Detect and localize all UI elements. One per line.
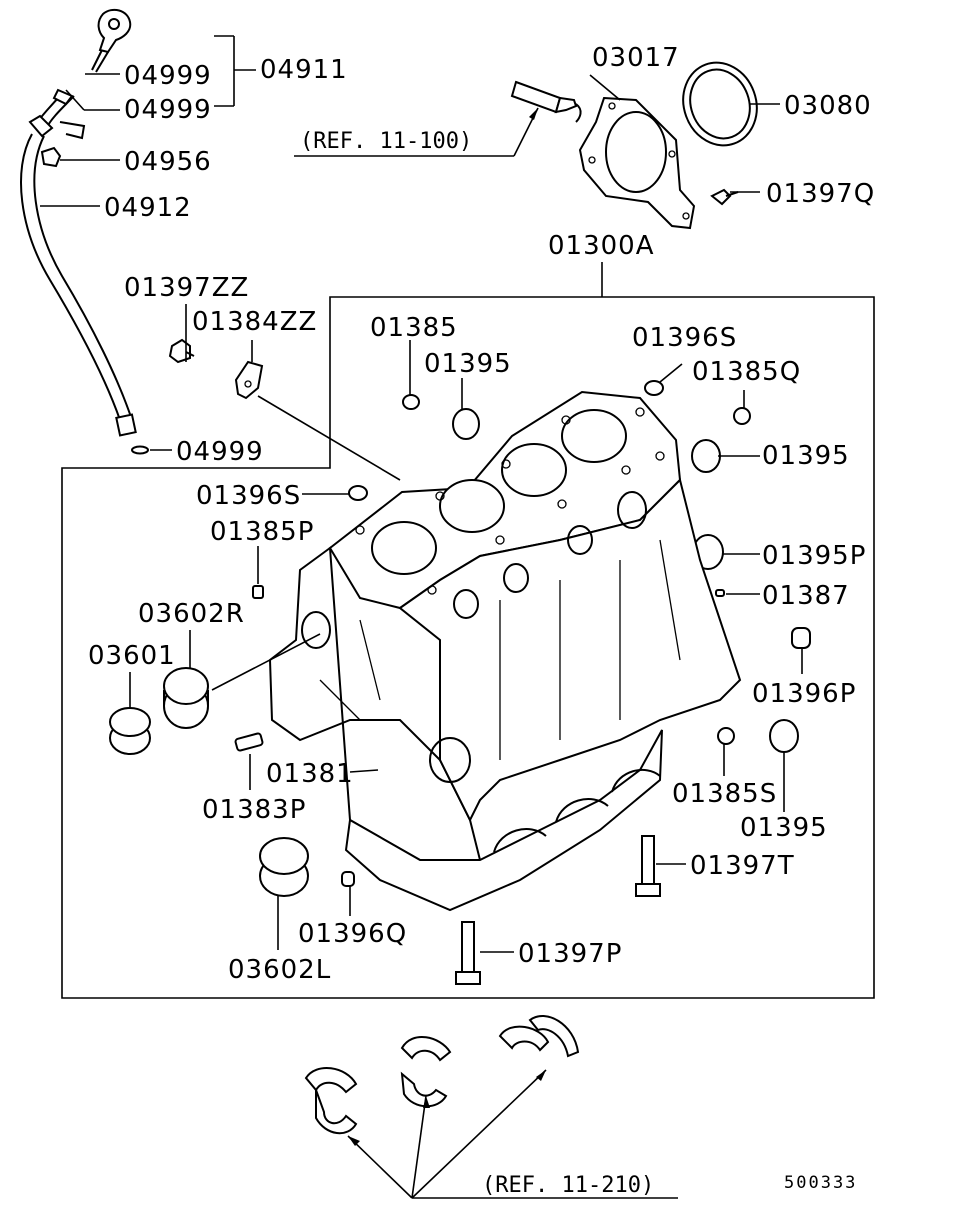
label-01397ZZ: 01397ZZ: [124, 273, 249, 303]
label-01396Q: 01396Q: [298, 919, 407, 949]
label-01384ZZ: 01384ZZ: [192, 307, 317, 337]
label-01395-c: 01395: [740, 813, 828, 843]
label-04956: 04956: [124, 147, 212, 177]
label-01397Q: 01397Q: [766, 179, 875, 209]
label-01385Q: 01385Q: [692, 357, 801, 387]
label-01300A: 01300A: [548, 231, 655, 261]
label-03080: 03080: [784, 91, 872, 121]
label-01387: 01387: [762, 581, 850, 611]
label-01395-b: 01395: [762, 441, 850, 471]
label-01396S: 01396S: [196, 481, 301, 511]
dipstick-drawing: [20, 8, 149, 455]
assembly-frame: [61, 296, 875, 999]
reference-11-210: (REF. 11-210): [482, 1173, 654, 1198]
label-04911: 04911: [260, 55, 348, 85]
label-01395-a: 01395: [424, 349, 512, 379]
label-04999-c: 04999: [176, 437, 264, 467]
rear-seal-drawing: [510, 61, 758, 230]
thrust-bearings-drawing: [304, 1014, 580, 1134]
label-01396S-top: 01396S: [632, 323, 737, 353]
label-03602L: 03602L: [228, 955, 331, 985]
reference-11-100: (REF. 11-100): [300, 129, 472, 154]
label-01396P: 01396P: [752, 679, 856, 709]
label-04999-a: 04999: [124, 61, 212, 91]
label-01385: 01385: [370, 313, 458, 343]
figure-number: 500333: [784, 1173, 857, 1193]
small-parts-drawing: [109, 338, 811, 985]
label-03017: 03017: [592, 43, 680, 73]
label-04912: 04912: [104, 193, 192, 223]
label-01383P: 01383P: [202, 795, 306, 825]
cylinder-block-drawing: [268, 390, 742, 912]
label-03601: 03601: [88, 641, 176, 671]
label-01397P: 01397P: [518, 939, 622, 969]
label-01385S: 01385S: [672, 779, 777, 809]
label-01395P: 01395P: [762, 541, 866, 571]
label-01385P: 01385P: [210, 517, 314, 547]
label-03602R: 03602R: [138, 599, 245, 629]
label-01381: 01381: [266, 759, 354, 789]
label-04999-b: 04999: [124, 95, 212, 125]
label-01397T: 01397T: [690, 851, 795, 881]
